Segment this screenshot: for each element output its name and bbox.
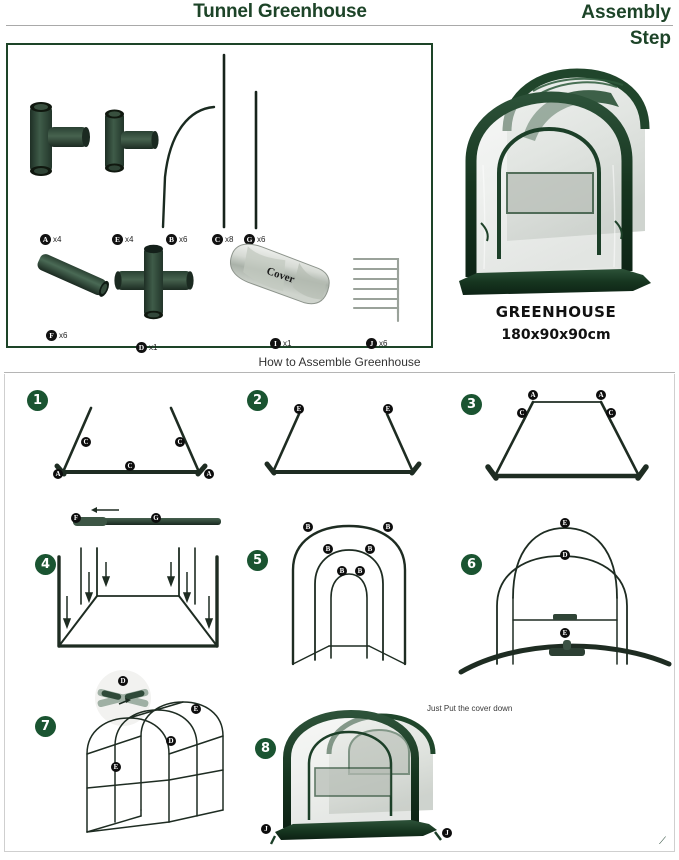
step-1-number: 1 xyxy=(27,390,48,411)
part-d-badge: D xyxy=(136,342,147,353)
step-2: 2 E E xyxy=(237,380,449,498)
step-6-mark-e-top: E xyxy=(560,518,570,528)
part-d-qty: x1 xyxy=(149,343,158,352)
step-6-number: 6 xyxy=(461,554,482,575)
step-1-mark-a-right: A xyxy=(204,469,214,479)
step-2-number: 2 xyxy=(247,390,268,411)
step-4-mark-f: F xyxy=(71,513,81,523)
assembly-steps-panel: 1 C C C A A 2 xyxy=(4,374,675,852)
step-7: 7 xyxy=(11,670,251,848)
step-5-mark-b-3: B xyxy=(323,544,333,554)
step-7-mark-e-back: E xyxy=(191,704,201,714)
part-a-qty: x4 xyxy=(53,235,62,244)
part-e-badge: E xyxy=(112,234,123,245)
assembly-step-title: Assembly Step xyxy=(491,0,671,51)
part-a-badge: A xyxy=(40,234,51,245)
step-3-mark-a-right: A xyxy=(596,390,606,400)
part-j-badge: J xyxy=(366,338,377,349)
step-1-mark-c-bottom: C xyxy=(125,461,135,471)
step-1: 1 C C C A A xyxy=(11,380,235,498)
part-g-graphic xyxy=(252,90,260,230)
part-i-qty: x1 xyxy=(283,339,292,348)
step-8-mark-j-left: J xyxy=(261,824,271,834)
part-a-graphic xyxy=(24,100,102,178)
step-6: 6 xyxy=(457,514,673,675)
assembly-label: Assembly xyxy=(581,2,671,23)
step-5-number: 5 xyxy=(247,550,268,571)
step-5-mark-b-6: B xyxy=(355,566,365,576)
step-3-mark-c-right: C xyxy=(606,408,616,418)
product-photo xyxy=(437,45,675,300)
step-1-mark-a-left: A xyxy=(53,469,63,479)
step-5-mark-b-2: B xyxy=(383,522,393,532)
part-i-badge: I xyxy=(270,338,281,349)
step-8-number: 8 xyxy=(255,738,276,759)
part-c-qty: x8 xyxy=(225,235,234,244)
part-f-qty: x6 xyxy=(59,331,68,340)
page-title: Tunnel Greenhouse xyxy=(193,1,367,22)
step-8: 8 xyxy=(251,696,551,848)
part-b-badge: B xyxy=(166,234,177,245)
step-3-mark-c-left: C xyxy=(517,408,527,418)
step-5-mark-b-5: B xyxy=(337,566,347,576)
step-4-number: 4 xyxy=(35,554,56,575)
part-c-graphic xyxy=(220,53,228,229)
step-4-mark-g: G xyxy=(151,513,161,523)
part-e-graphic xyxy=(100,107,172,177)
step-8-note: Just Put the cover down xyxy=(427,704,513,713)
page-header: Tunnel Greenhouse Assembly Step xyxy=(0,0,679,56)
step-2-mark-e-right: E xyxy=(383,404,393,414)
step-8-mark-j-right: J xyxy=(442,828,452,838)
product-name: GREENHOUSE xyxy=(495,303,617,321)
part-d-graphic xyxy=(112,243,196,323)
step-7-mark-d-frame: D xyxy=(166,736,176,746)
caption-divider xyxy=(4,372,675,373)
step-6-mark-d: D xyxy=(560,550,570,560)
header-divider xyxy=(6,25,673,26)
part-c-badge: C xyxy=(212,234,223,245)
part-j-graphic xyxy=(346,251,418,327)
step-5: 5 B B B B B B xyxy=(243,514,455,674)
product-dimensions: 180x90x90cm xyxy=(501,327,611,343)
part-b-graphic xyxy=(156,105,218,233)
part-b-qty: x6 xyxy=(179,235,188,244)
corner-flourish: ⟋ xyxy=(659,836,666,847)
step-2-mark-e-left: E xyxy=(294,404,304,414)
step-3: 3 A A C C xyxy=(451,380,673,498)
step-7-mark-e-front: E xyxy=(111,762,121,772)
step-5-mark-b-4: B xyxy=(365,544,375,554)
step-7-number: 7 xyxy=(35,716,56,737)
part-f-badge: F xyxy=(46,330,57,341)
step-3-number: 3 xyxy=(461,394,482,415)
part-g-badge: G xyxy=(244,234,255,245)
part-g-qty: x6 xyxy=(257,235,266,244)
step-label: Step xyxy=(629,27,671,49)
step-5-mark-b-1: B xyxy=(303,522,313,532)
step-1-mark-c-right: C xyxy=(175,437,185,447)
part-e-qty: x4 xyxy=(125,235,134,244)
step-4: 4 xyxy=(11,500,241,672)
step-3-mark-a-left: A xyxy=(528,390,538,400)
part-j-qty: x6 xyxy=(379,339,388,348)
step-6-mark-e-bottom: E xyxy=(560,628,570,638)
part-i-graphic: Cover xyxy=(214,241,334,333)
assembly-section-caption: How to Assemble Greenhouse xyxy=(258,355,421,369)
part-f-graphic xyxy=(28,245,120,305)
step-7-mark-d-detail: D xyxy=(118,676,128,686)
step-1-mark-c-left: C xyxy=(81,437,91,447)
